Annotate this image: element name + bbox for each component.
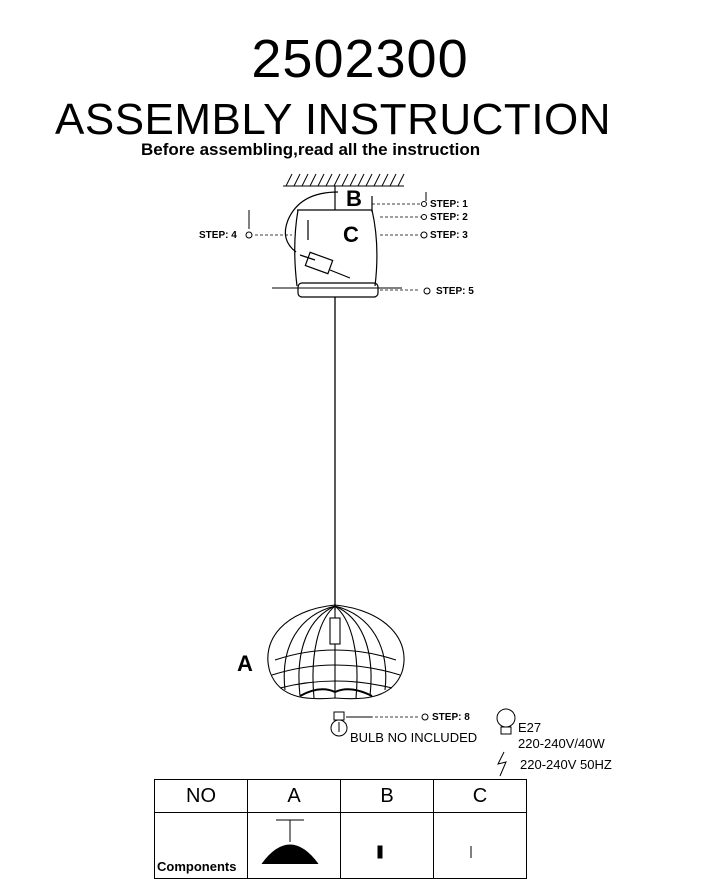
e27-bulb-icon: [496, 708, 516, 735]
table-header-no: NO: [154, 779, 248, 813]
table-header-a: A: [247, 779, 341, 813]
model-number: 2502300: [251, 29, 469, 89]
ceiling-hatch: [283, 173, 405, 187]
component-a-cell: [247, 812, 341, 879]
table-header-b: B: [340, 779, 434, 813]
page-title: ASSEMBLY INSTRUCTION: [55, 95, 612, 144]
part-label-b: B: [346, 186, 362, 211]
step-3-label: STEP: 3: [430, 230, 468, 241]
components-label: Components: [154, 812, 248, 879]
step-leaders: [255, 203, 422, 718]
step-8-label: STEP: 8: [432, 712, 470, 723]
parts-table: NO A B C Components: [154, 779, 527, 879]
step-5-label: STEP: 5: [436, 286, 474, 297]
part-label-c: C: [343, 222, 359, 247]
component-b-cell: [340, 812, 434, 879]
table-header-c: C: [433, 779, 527, 813]
mounting-bracket: [284, 186, 379, 298]
step-1-label: STEP: 1: [430, 199, 468, 210]
bulb-icon: [330, 711, 372, 737]
power-note: 220-240V/40W: [518, 736, 605, 751]
wire-shade: [267, 604, 405, 700]
table-row: Components: [154, 812, 527, 879]
voltage-note: 220-240V 50HZ: [520, 757, 612, 772]
instruction-subtitle: Before assembling,read all the instructi…: [141, 140, 481, 159]
component-c-cell: [433, 812, 527, 879]
socket-note: E27: [518, 720, 542, 735]
step-2-label: STEP: 2: [430, 212, 468, 223]
part-label-a: A: [237, 651, 253, 676]
table-header-row: NO A B C: [154, 779, 527, 813]
bulb-note: BULB NO INCLUDED: [350, 730, 478, 745]
power-icon: [497, 751, 507, 777]
step-4-label: STEP: 4: [199, 230, 237, 241]
